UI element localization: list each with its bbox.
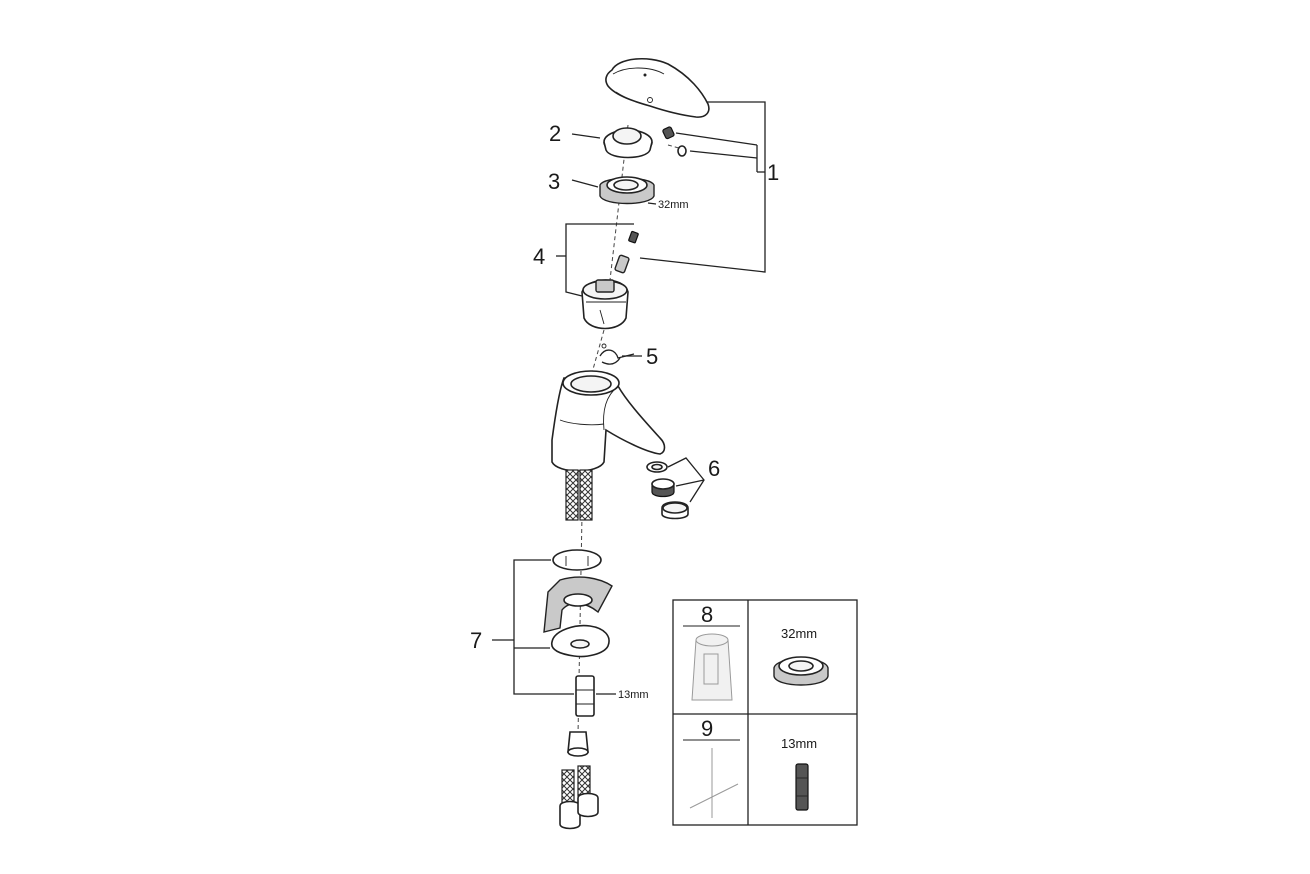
faucet-body bbox=[551, 370, 666, 472]
lever-handle bbox=[605, 58, 710, 118]
tool-8-nut-sketch bbox=[773, 656, 829, 686]
tool-8-wrench-sleeve bbox=[691, 633, 733, 701]
callout-4-bracket bbox=[556, 223, 634, 297]
cap-ring bbox=[603, 127, 653, 159]
nut-size-leader bbox=[647, 202, 657, 205]
tools-panel bbox=[672, 599, 858, 826]
callout-1: 1 bbox=[767, 160, 779, 185]
callout-7: 7 bbox=[470, 628, 482, 653]
callout-2-leader bbox=[571, 133, 601, 139]
callout-3: 3 bbox=[548, 169, 560, 194]
callout-6: 6 bbox=[708, 456, 720, 481]
tool-9-number: 9 bbox=[701, 716, 713, 741]
tool-9-key bbox=[689, 748, 739, 818]
supply-hoses bbox=[565, 469, 593, 521]
callout-4: 4 bbox=[533, 244, 545, 269]
callout-5: 5 bbox=[646, 344, 658, 369]
tool-9-size: 13mm bbox=[781, 736, 817, 751]
callout-7-bracket bbox=[492, 559, 574, 695]
aerator-set bbox=[646, 461, 689, 520]
handle-grub-screw bbox=[662, 126, 687, 157]
callout-1-bracket bbox=[639, 101, 766, 273]
connector-size-label: 13mm bbox=[618, 689, 649, 701]
tool-8-number: 8 bbox=[701, 602, 713, 627]
hose-end-fittings bbox=[559, 731, 599, 830]
mounting-set bbox=[543, 549, 613, 717]
cartridge bbox=[581, 279, 629, 330]
tool-9-connector-sketch bbox=[795, 763, 809, 811]
retaining-clip bbox=[599, 343, 635, 365]
callout-6-bracket bbox=[667, 457, 705, 503]
tool-8-size: 32mm bbox=[781, 626, 817, 641]
cartridge-nut bbox=[599, 176, 655, 205]
nut-size-label: 32mm bbox=[658, 199, 689, 211]
callout-2: 2 bbox=[549, 121, 561, 146]
cartridge-adapter bbox=[614, 230, 639, 274]
callout-3-leader bbox=[571, 179, 599, 188]
